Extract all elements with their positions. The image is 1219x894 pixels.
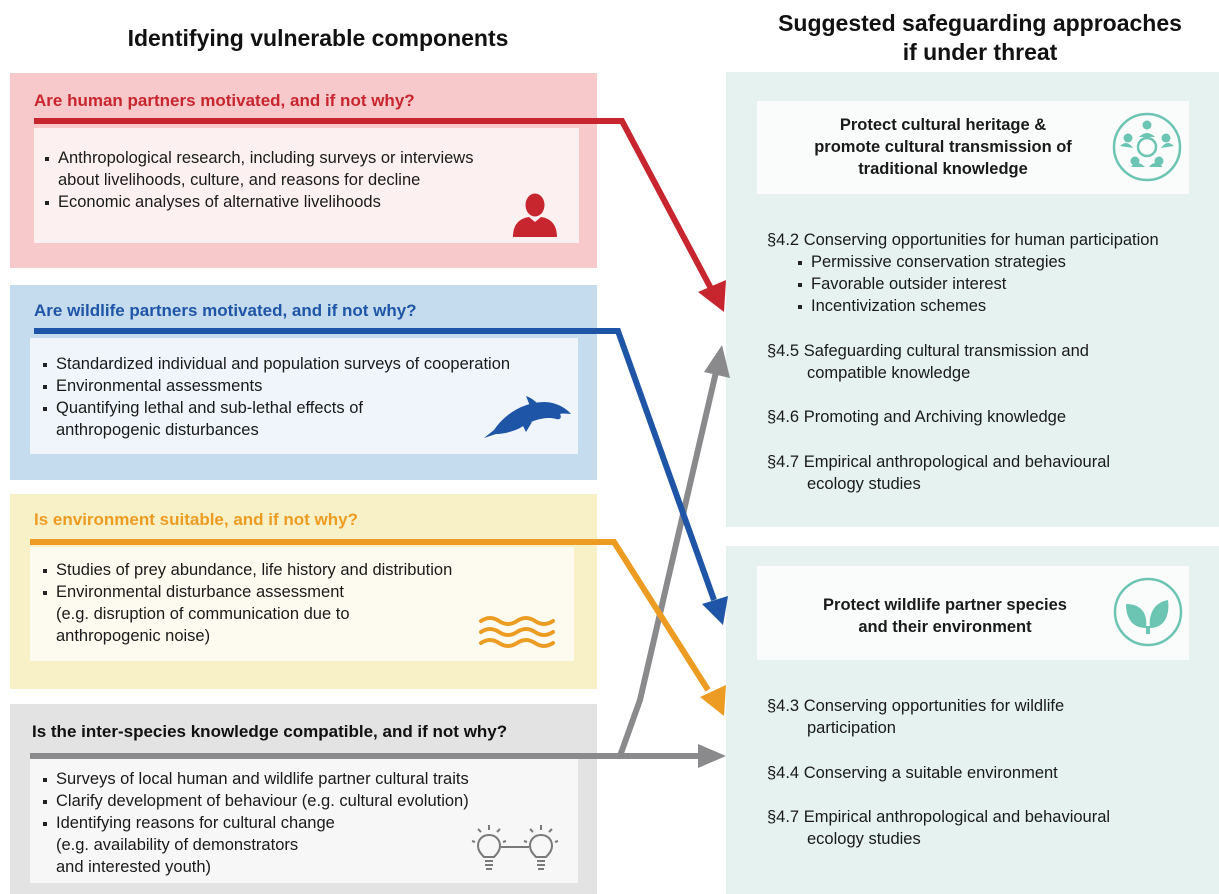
panel-human-content: Anthropological research, including surv… xyxy=(34,128,579,243)
approach-cultural-title-box: Protect cultural heritage & promote cult… xyxy=(757,101,1189,194)
list-item: Clarify development of behaviour (e.g. c… xyxy=(42,790,469,812)
list-item: Studies of prey abundance, life history … xyxy=(42,559,452,581)
panel-wildlife-list: Standardized individual and population s… xyxy=(42,353,510,441)
left-header: Identifying vulnerable components xyxy=(127,25,509,51)
panel-environment: Is environment suitable, and if not why?… xyxy=(10,494,597,689)
list-item: Favorable outsider interest xyxy=(797,273,1159,295)
panel-human-question: Are human partners motivated, and if not… xyxy=(34,91,415,110)
list-item: Environmental assessments xyxy=(42,375,510,397)
arrowhead-gray-right xyxy=(698,744,726,768)
lightbulbs-icon xyxy=(471,825,559,870)
list-item: Quantifying lethal and sub-lethal effect… xyxy=(42,397,510,441)
panel-knowledge-question: Is the inter-species knowledge compatibl… xyxy=(32,722,508,741)
list-item: Permissive conservation strategies xyxy=(797,251,1159,273)
approach-wildlife-title-box: Protect wildlife partner species and the… xyxy=(757,566,1189,660)
community-circle-icon xyxy=(1112,112,1182,182)
right-header: Suggested safeguarding approaches if und… xyxy=(730,9,1219,67)
dolphin-icon xyxy=(484,396,571,438)
approach-wildlife-title: Protect wildlife partner species and the… xyxy=(823,596,1067,636)
panel-knowledge-content: Surveys of local human and wildlife part… xyxy=(30,757,578,883)
waves-icon xyxy=(479,616,555,648)
panel-human: Are human partners motivated, and if not… xyxy=(10,73,597,268)
list-item: Economic analyses of alternative livelih… xyxy=(44,191,473,213)
section-4-5: §4.5 Safeguarding cultural transmission … xyxy=(767,342,1089,382)
panel-wildlife: Are wildlife partners motivated, and if … xyxy=(10,285,597,480)
section-4-3: §4.3 Conserving opportunities for wildli… xyxy=(767,697,1065,737)
section-4-7-wildlife: §4.7 Empirical anthropological and behav… xyxy=(767,808,1111,848)
list-item: Standardized individual and population s… xyxy=(42,353,510,375)
panel-knowledge-list: Surveys of local human and wildlife part… xyxy=(42,768,469,878)
section-4-4: §4.4 Conserving a suitable environment xyxy=(767,764,1058,782)
person-icon xyxy=(513,193,557,237)
panel-wildlife-content: Standardized individual and population s… xyxy=(30,338,578,454)
arrowhead-red xyxy=(698,280,726,312)
list-item: Environmental disturbance assessment(e.g… xyxy=(42,581,452,647)
panel-environment-question: Is environment suitable, and if not why? xyxy=(34,510,358,529)
panel-wildlife-question: Are wildlife partners motivated, and if … xyxy=(34,301,417,320)
section-4-2: §4.2 Conserving opportunities for human … xyxy=(767,231,1159,317)
arrowhead-orange xyxy=(700,685,726,716)
section-4-6: §4.6 Promoting and Archiving knowledge xyxy=(767,408,1067,426)
approach-wildlife: Protect wildlife partner species and the… xyxy=(726,546,1219,894)
list-item: Surveys of local human and wildlife part… xyxy=(42,768,469,790)
panel-environment-content: Studies of prey abundance, life history … xyxy=(30,547,574,661)
right-header-line2: if under threat xyxy=(902,39,1058,65)
panel-human-list: Anthropological research, including surv… xyxy=(44,147,473,213)
list-item: Identifying reasons for cultural change(… xyxy=(42,812,469,878)
arrow-gray-up xyxy=(617,371,719,758)
list-item: Incentivization schemes xyxy=(797,295,1159,317)
approach-cultural-title: Protect cultural heritage & promote cult… xyxy=(814,116,1072,178)
list-item: Anthropological research, including surv… xyxy=(44,147,473,191)
leaves-icon xyxy=(1113,577,1183,647)
panel-environment-list: Studies of prey abundance, life history … xyxy=(42,559,452,647)
panel-knowledge: Is the inter-species knowledge compatibl… xyxy=(10,704,597,894)
section-4-7-cultural: §4.7 Empirical anthropological and behav… xyxy=(767,453,1111,493)
arrowhead-blue xyxy=(702,596,728,625)
approach-cultural: Protect cultural heritage & promote cult… xyxy=(726,72,1219,527)
right-header-line1: Suggested safeguarding approaches xyxy=(778,10,1182,36)
